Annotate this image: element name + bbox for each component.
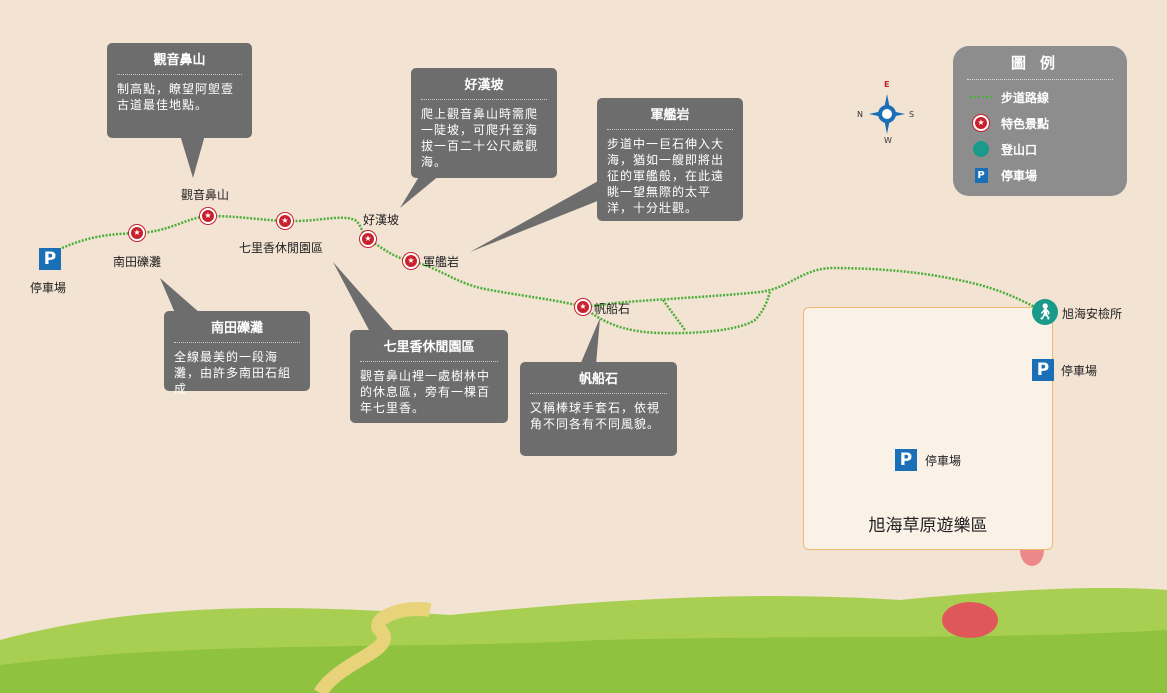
label-trailhead: 旭海安檢所 (1062, 307, 1123, 321)
compass-n: N (857, 110, 863, 119)
callout-tail (580, 318, 600, 365)
callout-desc: 爬上觀音鼻山時需爬一陡坡，可爬升至海拔一百二十公尺處觀海。 (421, 107, 539, 169)
legend-parking: 停車場 (1001, 168, 1038, 183)
flower (942, 602, 998, 638)
label-nantian: 南田礫灘 (113, 255, 162, 269)
callout-title: 好漢坡 (421, 74, 547, 100)
callout-fanchuanshi: 帆船石又稱棒球手套石，依視角不同各有不同風貌。 (520, 362, 677, 456)
callout-desc: 又稱棒球手套石，依視角不同各有不同風貌。 (530, 401, 661, 431)
parking-icon[interactable]: P (895, 449, 917, 471)
label-qilixiang: 七里香休閒園區 (239, 241, 324, 255)
callout-title: 軍艦岩 (607, 104, 733, 130)
label-guanyin: 觀音鼻山 (181, 188, 230, 202)
callout-title: 七里香休閒園區 (360, 336, 498, 362)
label-fanchuanshi: 帆船石 (594, 302, 631, 316)
callout-desc: 全線最美的一段海灘，由許多南田石組成 (174, 350, 292, 396)
callout-title: 觀音鼻山 (117, 49, 242, 75)
callout-haohanpo: 好漢坡爬上觀音鼻山時需爬一陡坡，可爬升至海拔一百二十公尺處觀海。 (411, 68, 557, 178)
legend-spot: 特色景點 (1001, 116, 1050, 131)
callout-tail (180, 135, 205, 178)
callout-tail (160, 278, 200, 313)
spot-icon: ★ (967, 115, 995, 131)
callout-title: 帆船石 (530, 368, 667, 394)
legend: 圖例 步道路線 ★ 特色景點 登山口 P 停車場 (953, 46, 1127, 196)
parking-legend-icon: P (967, 167, 995, 183)
callout-qilixiang: 七里香休閒園區觀音鼻山裡一處樹林中的休息區，旁有一棵百年七里香。 (350, 330, 508, 423)
trail-line-icon (967, 96, 995, 98)
callout-tail (400, 175, 440, 208)
callout-junjianyan: 軍艦岩步道中一巨石伸入大海，猶如一艘即將出征的軍艦般，在此遠眺一望無際的太平洋，… (597, 98, 743, 221)
label-junjianyan: 軍艦岩 (423, 255, 460, 269)
spot-marker-icon[interactable]: ★ (575, 299, 591, 315)
legend-trailhead: 登山口 (1001, 142, 1038, 157)
label-parking: 停車場 (925, 454, 962, 468)
compass: E N S W (857, 80, 917, 146)
callout-desc: 觀音鼻山裡一處樹林中的休息區，旁有一棵百年七里香。 (360, 369, 491, 415)
legend-trail: 步道路線 (1001, 90, 1050, 105)
spot-marker-icon[interactable]: ★ (403, 253, 419, 269)
hills-front (0, 630, 1167, 693)
spot-marker-icon[interactable]: ★ (200, 208, 216, 224)
label-haohanpo: 好漢坡 (363, 213, 400, 227)
callout-tail (333, 262, 395, 332)
compass-w: W (884, 136, 892, 145)
trail-route (61, 214, 1046, 335)
callout-desc: 制高點，瞭望阿塱壹古道最佳地點。 (117, 82, 235, 112)
park-area-label: 旭海草原遊樂區 (868, 516, 988, 536)
compass-e: E (884, 80, 890, 89)
trailhead-icon (967, 141, 995, 157)
callout-guanyin: 觀音鼻山制高點，瞭望阿塱壹古道最佳地點。 (107, 43, 252, 138)
callout-desc: 步道中一巨石伸入大海，猶如一艘即將出征的軍艦般，在此遠眺一望無際的太平洋，十分壯… (607, 137, 725, 215)
hiker-icon[interactable]: 🚶︎ (1032, 299, 1058, 325)
compass-s: S (909, 110, 915, 119)
spot-marker-icon[interactable]: ★ (360, 231, 376, 247)
legend-title: 圖例 (967, 52, 1113, 80)
callout-nantian: 南田礫灘全線最美的一段海灘，由許多南田石組成 (164, 311, 310, 396)
callout-tail (470, 180, 600, 252)
parking-icon[interactable]: P (1032, 359, 1054, 381)
callout-title: 南田礫灘 (174, 317, 300, 343)
label-parking: 停車場 (1061, 364, 1098, 378)
spot-marker-icon[interactable]: ★ (129, 225, 145, 241)
parking-icon[interactable]: P (39, 248, 61, 270)
compass-rose-icon (869, 94, 905, 134)
label-parking: 停車場 (30, 281, 67, 295)
park-area: 旭海草原遊樂區 (803, 307, 1053, 550)
spot-marker-icon[interactable]: ★ (277, 213, 293, 229)
